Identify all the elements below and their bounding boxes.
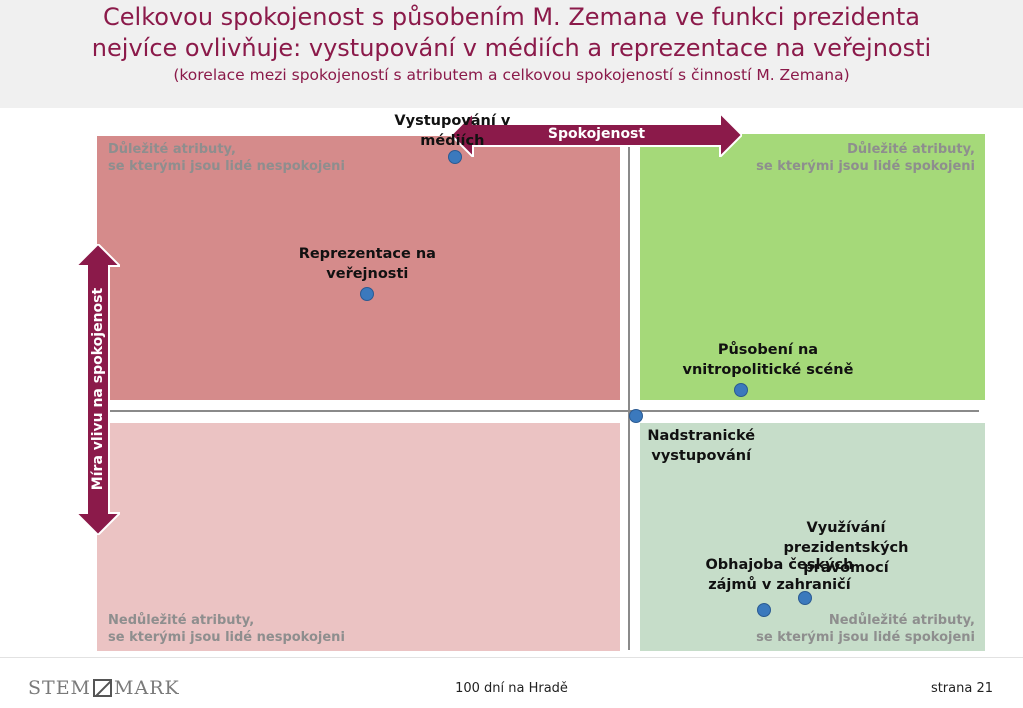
data-point	[448, 149, 463, 164]
x-axis-arrow	[451, 113, 742, 157]
quadrant-top-right	[640, 134, 985, 400]
data-point-label: Nadstranické vystupování	[647, 426, 755, 466]
quadrant-label-top-right: Důležité atributy, se kterými jsou lidé …	[756, 141, 975, 175]
logo-text-right: MARK	[114, 677, 180, 699]
data-point-label-line: Vystupování v	[394, 112, 511, 129]
quadrant-label-line: Důležité atributy,	[108, 142, 236, 157]
logo-mark-icon	[93, 679, 113, 697]
page-title: Celkovou spokojenost s působením M. Zema…	[0, 2, 1023, 64]
data-point-label: Působení na vnitropolitické scéně	[683, 340, 854, 380]
data-point-label: Využívání prezidentských pravomocí	[784, 518, 909, 578]
title-line-1: Celkovou spokojenost s působením M. Zema…	[103, 3, 920, 31]
y-axis-label: Míra vlivu na spokojenost	[90, 287, 106, 491]
page-number: strana 21	[930, 681, 993, 696]
quadrant-label-line: se kterými jsou lidé spokojeni	[756, 630, 975, 645]
quadrant-label-line: Důležité atributy,	[847, 142, 975, 157]
y-axis-arrow	[76, 244, 120, 535]
horizontal-axis-line	[107, 410, 979, 412]
quadrant-label-line: se kterými jsou lidé nespokojeni	[108, 159, 345, 174]
quadrant-label-bottom-left: Nedůležité atributy, se kterými jsou lid…	[108, 612, 345, 646]
quadrant-label-top-left: Důležité atributy, se kterými jsou lidé …	[108, 141, 345, 175]
quadrant-label-line: Nedůležité atributy,	[828, 613, 975, 628]
data-point-label-line: Působení na	[717, 342, 819, 359]
quadrant-label-line: Nedůležité atributy,	[108, 613, 255, 628]
data-point	[757, 603, 772, 618]
quadrant-label-bottom-right: Nedůležité atributy, se kterými jsou lid…	[756, 612, 975, 646]
vertical-axis-line	[628, 129, 630, 650]
data-point-label-line: Obhajoba českých	[705, 557, 854, 574]
data-point-label-line: zájmů v zahraničí	[708, 577, 851, 594]
header-band: Celkovou spokojenost s působením M. Zema…	[0, 0, 1023, 108]
quadrant-bottom-right	[640, 423, 985, 651]
data-point-label-line: veřejnosti	[326, 265, 409, 282]
data-point-label-line: Nadstranické	[647, 428, 756, 445]
data-point-label-line: Reprezentace na	[298, 245, 436, 262]
data-point	[798, 591, 813, 606]
data-point	[734, 383, 748, 398]
data-point	[629, 409, 644, 424]
logo-text-left: STEM	[28, 677, 92, 699]
x-axis-label: Spokojenost	[547, 126, 646, 142]
data-point-label: Obhajoba českých zájmů v zahraničí	[705, 555, 853, 595]
footer-caption: 100 dní na Hradě	[455, 681, 568, 696]
data-point-label-line: vnitropolitické scéně	[682, 362, 854, 379]
page-subtitle: (korelace mezi spokojeností s atributem …	[173, 66, 850, 84]
quadrant-bottom-left	[97, 423, 620, 651]
data-point-label-line: prezidentských	[783, 540, 909, 557]
quadrant-label-line: se kterými jsou lidé nespokojeni	[108, 630, 345, 645]
data-point	[360, 286, 375, 301]
data-point-label: Reprezentace na veřejnosti	[299, 244, 436, 284]
data-point-label-line: pravomocí	[803, 560, 889, 577]
data-point-label-line: vystupování	[651, 448, 752, 465]
title-line-2: nejvíce ovlivňuje: vystupování v médiích…	[91, 34, 932, 62]
data-point-label: Vystupování v médiích	[394, 111, 510, 151]
stemmark-logo: STEM MARK	[28, 676, 180, 700]
quadrant-top-left	[97, 136, 620, 400]
data-point-label-line: médiích	[420, 132, 485, 149]
data-point-label-line: Využívání	[806, 520, 886, 537]
quadrant-label-line: se kterými jsou lidé spokojeni	[756, 159, 975, 174]
footer-divider	[0, 657, 1023, 658]
